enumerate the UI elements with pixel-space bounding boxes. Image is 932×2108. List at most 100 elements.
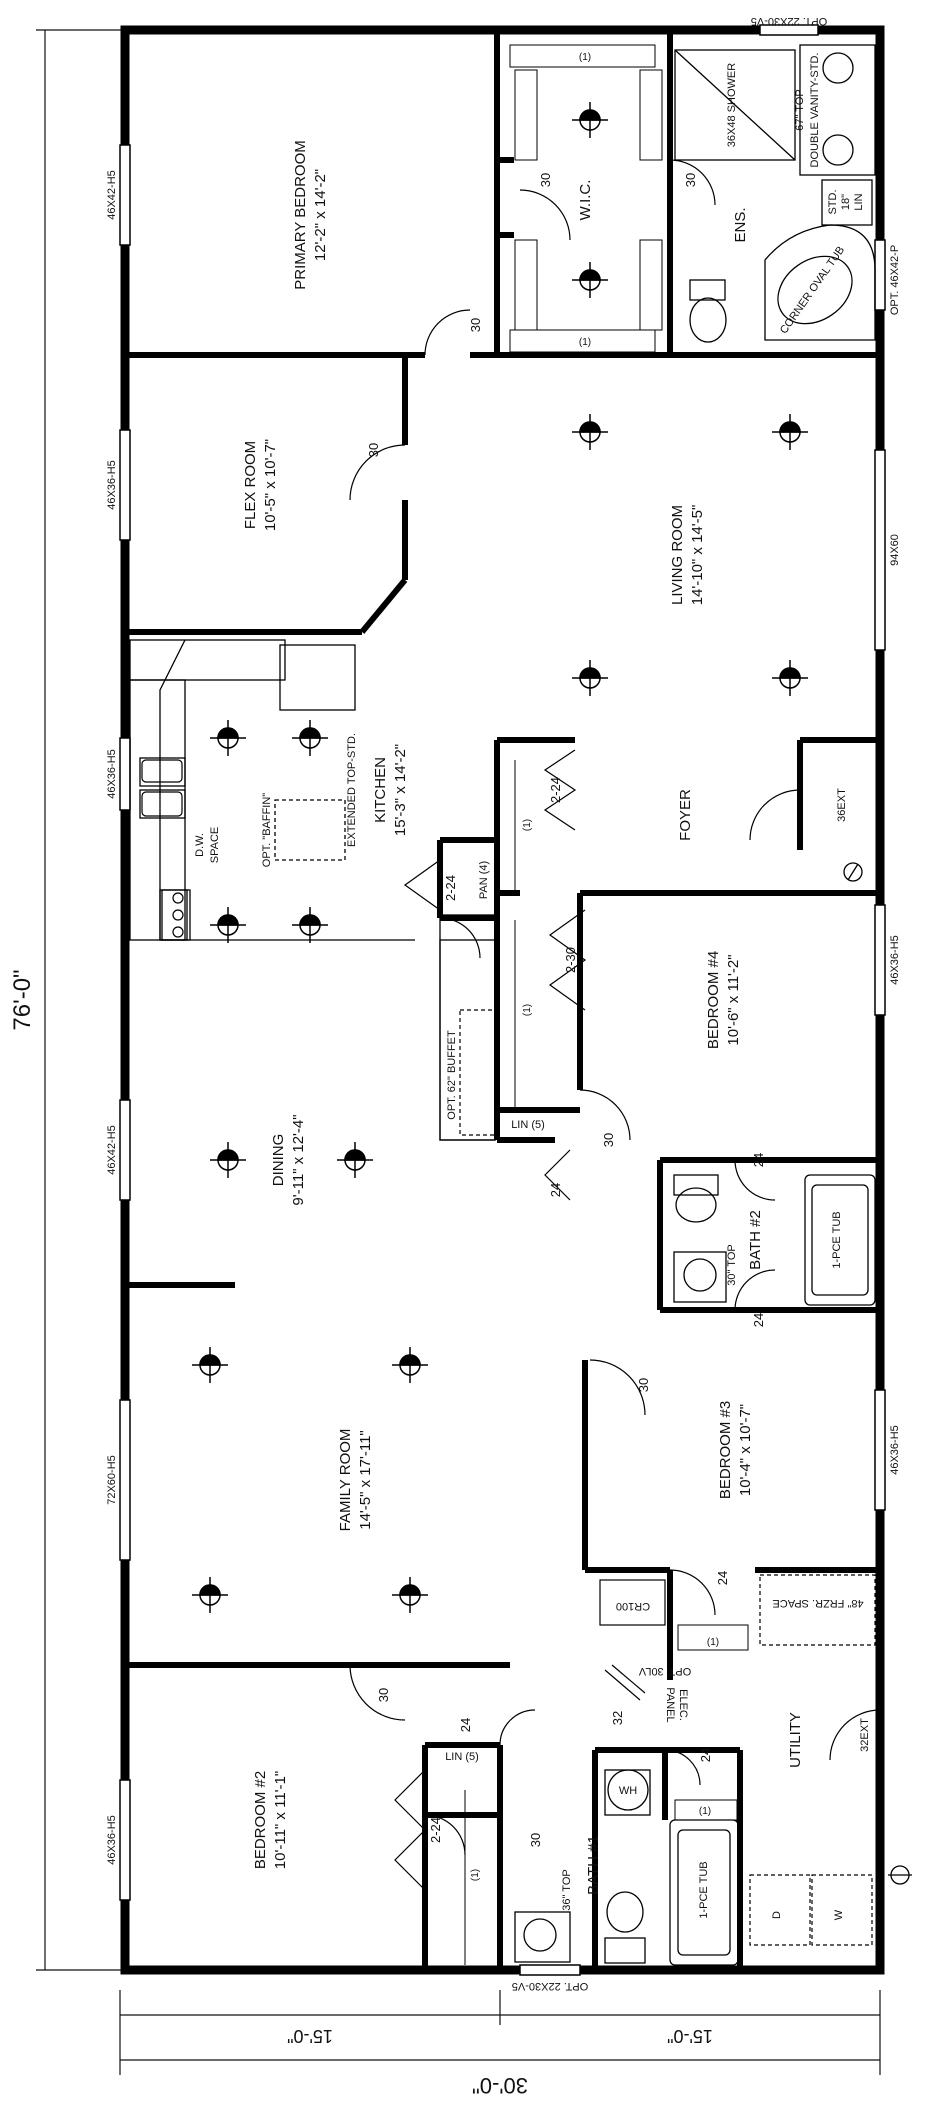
door-size: 24 [715, 1571, 730, 1585]
light-fixture-icon [292, 720, 328, 756]
entry-marker-icon [843, 862, 912, 1885]
shelf-mark: (1) [579, 337, 591, 348]
door-size: 24 [458, 1718, 473, 1732]
door-size: 30 [366, 443, 381, 457]
room-name-dining: DINING [270, 1134, 287, 1187]
shelf-mark: (1) [470, 1869, 481, 1881]
room-size-bed3: 10'-4" x 10'-7" [737, 1404, 754, 1496]
light-fixture-icon [292, 907, 328, 943]
light-fixture-icon [772, 414, 808, 450]
door-size: 24 [751, 1153, 766, 1167]
door-size: 30 [636, 1378, 651, 1392]
window-label-family: 72X60-H5 [106, 1455, 118, 1505]
bath1-fixtures [514, 1769, 739, 1966]
door-size: 2-24 [443, 875, 458, 901]
note-elec-b: PANEL [664, 1687, 676, 1722]
note-ens-lin-c: LIN [853, 193, 865, 210]
room-name-bath2: BATH #2 [747, 1210, 764, 1270]
door-size: 30 [683, 173, 698, 187]
door-swings [349, 159, 881, 1856]
window-label-flex: 46X36-H5 [106, 460, 118, 510]
note-pan: PAN (4) [478, 861, 490, 899]
room-size-living: 14'-10" x 14'-5" [689, 505, 706, 606]
note-frzr: 48" FRZR. SPACE [772, 1597, 863, 1609]
light-fixture-icon [572, 660, 608, 696]
note-tub2: 1-PCE TUB [831, 1211, 843, 1268]
light-fixture-icon [210, 907, 246, 943]
window-label-bed3: 46X36-H5 [889, 1425, 901, 1475]
light-fixture-icon [392, 1577, 428, 1613]
door-size: 30 [601, 1133, 616, 1147]
light-fixture-icon [392, 1347, 428, 1383]
room-size-primary: 12'-2" x 14'-2" [312, 169, 329, 261]
note-washer: W [833, 1909, 845, 1920]
note-dw-space-a: D.W. [194, 833, 206, 857]
window-label-ens-side: OPT. 46X42-P [889, 245, 901, 315]
light-fixture-icon [572, 102, 608, 138]
note-tub1: 1-PCE TUB [698, 1861, 710, 1918]
window-label-kitchen: 46X36-H5 [106, 749, 118, 799]
door-size: 30 [528, 1833, 543, 1847]
light-fixture-icon [192, 1577, 228, 1613]
note-buffet: OPT. 62" BUFFET [446, 1030, 458, 1120]
note-wh: WH [619, 1785, 637, 1797]
note-dw-space-b: SPACE [209, 827, 221, 863]
room-name-living: LIVING ROOM [669, 505, 686, 605]
window-label-living: 94X60 [889, 534, 901, 566]
bath2-fixtures [673, 1174, 876, 1306]
note-cr100: CR100 [616, 1600, 650, 1612]
note-ext-top: EXTENDED TOP-STD. [346, 733, 358, 847]
light-fixture-icon [772, 660, 808, 696]
room-size-kitchen: 15'-3" x 14'-2" [392, 744, 409, 836]
room-name-bed2: BEDROOM #2 [252, 1771, 269, 1869]
window-label-dining: 46X42-H5 [106, 1125, 118, 1175]
window-label-bed2: 46X36-H5 [106, 1815, 118, 1865]
room-name-wic: W.I.C. [577, 180, 594, 221]
overall-length-label: 76'-0" [9, 969, 36, 1030]
windows [119, 24, 886, 1976]
sink-icon [141, 759, 183, 817]
shelf-mark: (1) [522, 1004, 533, 1016]
interior-walls [125, 30, 880, 1970]
room-name-family: FAMILY ROOM [337, 1429, 354, 1532]
room-name-ens: ENS. [732, 207, 749, 242]
overall-width-label: 30'-0" [472, 2073, 528, 2098]
buffet-outline [459, 1009, 496, 1136]
note-vanity: DOUBLE VANITY-STD. [809, 53, 821, 168]
light-fixture-icon [337, 1142, 373, 1178]
range-icon [172, 892, 184, 938]
light-fixture-icon [572, 414, 608, 450]
door-size: 24 [698, 1748, 713, 1762]
door-size: 30 [468, 318, 483, 332]
note-lin5-b: LIN (5) [445, 1751, 479, 1763]
note-shower: 36X48 SHOWER [726, 63, 738, 147]
door-size: 2-24 [428, 1817, 443, 1843]
ens-fixtures [674, 44, 876, 343]
note-ext36: 36EXT [836, 788, 848, 822]
exterior-walls [120, 25, 885, 1975]
light-fixture-icon [210, 720, 246, 756]
note-baffin: OPT. "BAFFIN" [261, 793, 273, 868]
door-size: 30 [538, 173, 553, 187]
note-top30: 30" TOP [726, 1244, 738, 1285]
shelf-mark: (1) [522, 819, 533, 831]
dimension-lines [36, 29, 881, 2075]
note-ens-lin-a: STD. [827, 189, 839, 214]
width-left-label: 15'-0" [287, 2026, 333, 2046]
note-dryer: D [771, 1911, 783, 1919]
room-name-bed4: BEDROOM #4 [705, 951, 722, 1049]
window-label-bath1: OPT. 22X30-V5 [512, 1980, 588, 1992]
door-size: 2-24 [548, 777, 563, 803]
light-fixture-icon [192, 1347, 228, 1383]
door-size: 2-30 [563, 947, 578, 973]
window-label-primary: 46X42-H5 [106, 170, 118, 220]
note-opt-30lv: OPT. 30LV [638, 1665, 691, 1677]
note-ens-lin-b: 18" [840, 194, 852, 210]
note-elec-a: ELEC. [677, 1689, 689, 1721]
note-vanity-top: 67" TOP [794, 89, 806, 130]
room-name-bath1: BATH #1 [585, 1835, 602, 1895]
shelf-mark: (1) [707, 1637, 719, 1648]
note-top36: 36" TOP [561, 1869, 573, 1910]
door-size: 32 [610, 1711, 625, 1725]
